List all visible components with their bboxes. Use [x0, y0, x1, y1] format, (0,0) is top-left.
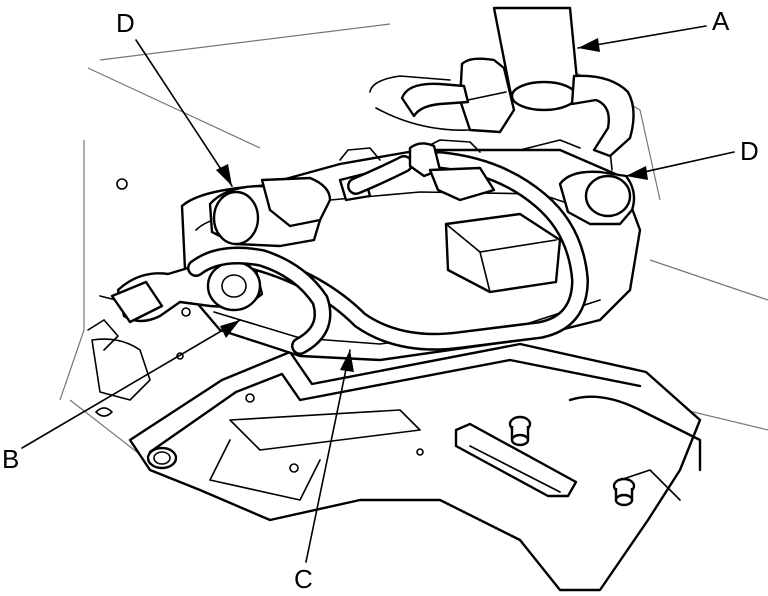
hose-a [400, 6, 635, 158]
bracket-bolt-left [146, 446, 178, 470]
arrowhead-a [578, 38, 600, 52]
callout-d-right: D [740, 136, 759, 166]
callout-a: A [712, 6, 730, 36]
arrowhead-c [340, 350, 354, 372]
leader-arrowheads [216, 38, 648, 372]
leader-d-left [135, 39, 233, 187]
hose-d-left-connector [208, 172, 372, 248]
hose-d-right-connector [558, 170, 636, 226]
arrowhead-b [220, 320, 240, 338]
callout-d-left: D [116, 8, 135, 38]
callout-b: B [2, 444, 19, 474]
leader-b [21, 319, 241, 449]
hose-b [87, 258, 264, 351]
mounting-bracket [128, 342, 702, 592]
bracket-bolt-right-lower [612, 477, 636, 507]
arrowhead-d-left [216, 164, 232, 186]
leader-a [577, 25, 707, 49]
arrowhead-d-right [626, 166, 648, 180]
bracket-bolt-right-upper [508, 415, 532, 447]
bracket-fasteners [245, 393, 424, 473]
callout-c: C [294, 564, 313, 594]
hose-c [187, 142, 589, 355]
leader-c [305, 349, 351, 563]
